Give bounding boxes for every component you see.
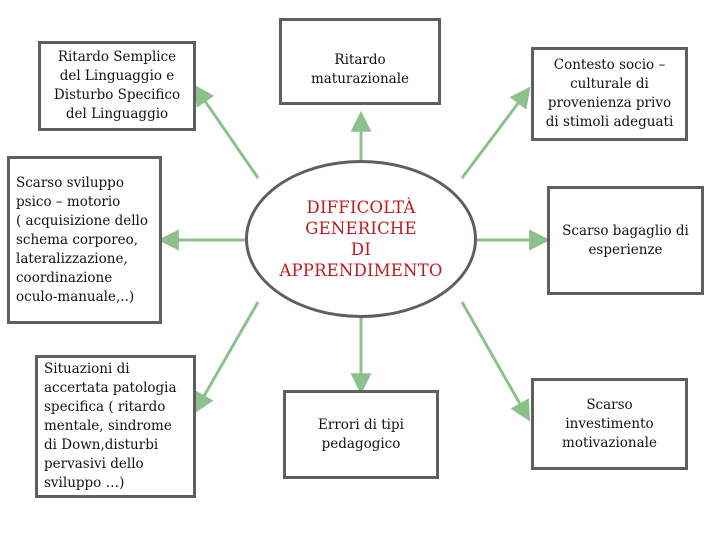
central-topic-label: DIFFICOLTÀ GENERICHE DI APPRENDIMENTO [279, 198, 443, 280]
node-middle-left-label: Scarso sviluppo psico – motorio ( acquis… [16, 174, 148, 305]
node-bottom-center: Errori di tipi pedagogico [283, 390, 439, 479]
node-bottom-left: Situazioni di accertata patologia specif… [35, 355, 196, 498]
node-middle-left: Scarso sviluppo psico – motorio ( acquis… [7, 156, 162, 324]
arrow-to-top-left [193, 84, 260, 179]
node-top-left: Ritardo Semplice del Linguaggio e Distur… [38, 41, 196, 131]
node-bottom-left-label: Situazioni di accertata patologia specif… [44, 361, 177, 491]
node-bottom-right-label: Scarso investimento motivazionale [562, 396, 657, 451]
node-middle-right: Scarso bagaglio di esperienze [547, 186, 704, 295]
node-bottom-center-label: Errori di tipi pedagogico [318, 416, 404, 452]
arrow-to-bottom-right [460, 301, 531, 422]
arrow-to-top-right [460, 86, 531, 179]
node-top-center-label: Ritardo maturazionale [310, 52, 410, 87]
node-middle-right-label: Scarso bagaglio di esperienze [562, 222, 689, 258]
node-top-center: Ritardo maturazionale [279, 18, 441, 105]
central-topic: DIFFICOLTÀ GENERICHE DI APPRENDIMENTO [245, 160, 477, 318]
arrow-to-bottom-left [193, 301, 260, 414]
node-bottom-right: Scarso investimento motivazionale [531, 378, 688, 470]
node-top-right-label: Contesto socio – culturale di provenienz… [545, 57, 674, 130]
node-top-right: Contesto socio – culturale di provenienz… [531, 47, 688, 141]
node-top-left-label: Ritardo Semplice del Linguaggio e Distur… [53, 49, 181, 122]
